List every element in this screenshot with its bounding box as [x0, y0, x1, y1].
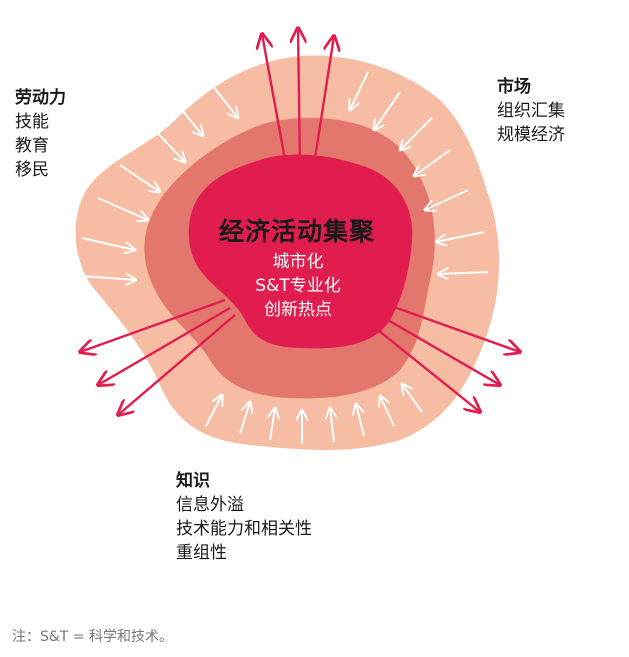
market-label: 市场 组织汇集 规模经济 — [497, 75, 565, 147]
labor-title: 劳动力 — [15, 88, 66, 108]
footnote: 注：S&T = 科学和技术。 — [12, 629, 173, 645]
labor-label: 劳动力 技能 教育 移民 — [15, 86, 66, 182]
outward-arrows-right — [367, 300, 520, 412]
knowledge-item: 信息外溢 — [176, 495, 244, 515]
labor-inward-arrows — [79, 84, 238, 280]
labor-item: 技能 — [15, 112, 49, 132]
labor-item: 移民 — [15, 160, 49, 180]
outward-arrows-top — [262, 28, 334, 166]
knowledge-item: 重组性 — [176, 543, 227, 563]
knowledge-label: 知识 信息外溢 技术能力和相关性 重组性 — [176, 469, 312, 565]
market-title: 市场 — [497, 77, 531, 97]
market-item: 组织汇集 — [497, 101, 565, 121]
center-line-urbanization: 城市化 — [272, 252, 324, 272]
knowledge-item: 技术能力和相关性 — [176, 519, 312, 539]
market-item: 规模经济 — [497, 125, 565, 145]
outward-arrows-left — [80, 298, 236, 415]
knowledge-inward-arrows — [205, 384, 423, 444]
knowledge-title: 知识 — [176, 471, 210, 491]
labor-item: 教育 — [15, 136, 49, 156]
center-line-innovation-hotspots: 创新热点 — [264, 300, 332, 320]
market-inward-arrows — [350, 71, 489, 274]
center-title: 经济活动集聚 — [218, 217, 375, 246]
center-line-st-specialization: S&T专业化 — [255, 276, 341, 296]
core-region — [188, 154, 413, 349]
